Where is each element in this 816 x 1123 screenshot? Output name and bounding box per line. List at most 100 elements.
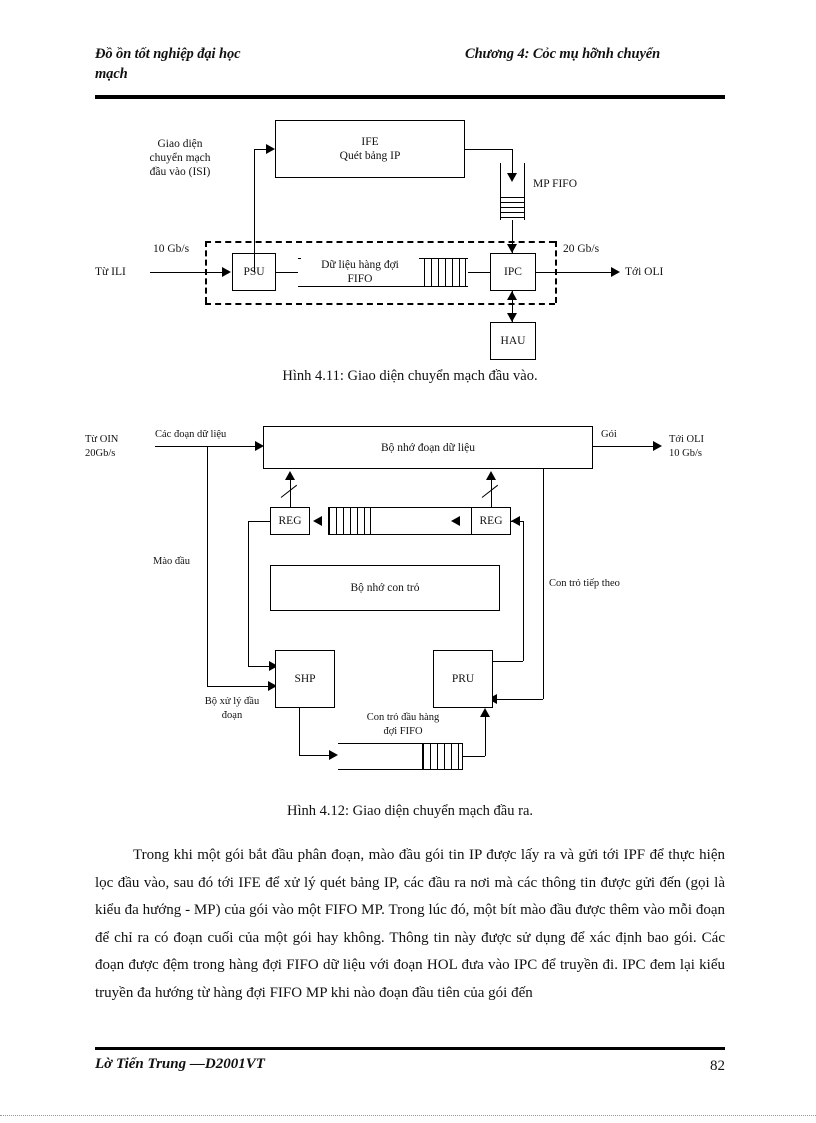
arrow-ipc-to-hau	[507, 313, 517, 322]
label-isi-line1: Giao diện	[157, 138, 203, 150]
label-segments-in-text: Các đoạn dữ liệu	[155, 429, 227, 440]
label-next-pointer-text: Con trỏ tiếp theo	[549, 578, 620, 589]
queue-rail-bottom	[298, 286, 468, 287]
page-header: Đồ ồn tốt nghiệp đại học mạch Chương 4: …	[95, 44, 725, 94]
box-hau: HAU	[490, 322, 536, 360]
header-left-text: Đồ ồn tốt nghiệp đại học mạch	[95, 44, 425, 84]
box-ife-subtitle: Quét bảng IP	[339, 150, 401, 162]
mp-fifo-channel	[500, 163, 525, 220]
line-reg-left-up	[290, 477, 291, 507]
label-data-queue-line1: Dữ liệu hàng đợi	[321, 259, 399, 271]
isi-boundary-bottom	[205, 303, 555, 305]
label-rate-out: 20 Gb/s	[563, 242, 599, 256]
line-ili-to-psu	[150, 272, 222, 273]
footer-author: Lờ Tiến Trung —D2001VT	[95, 1056, 265, 1072]
box-segment-memory-label: Bộ nhớ đoạn dữ liệu	[380, 441, 476, 454]
box-ife-title: IFE	[361, 136, 379, 148]
line-holfifo-up-to-pru	[485, 715, 486, 756]
label-to-oli-text: Tới OLI	[625, 266, 664, 278]
label-isi-line3: đầu vào (ISI)	[149, 166, 211, 178]
box-ipc: IPC	[490, 253, 536, 291]
line-queue-to-ipc	[468, 272, 490, 273]
label-from-oin-line1: Từ OIN	[85, 434, 119, 445]
footer-page-number: 82	[710, 1058, 725, 1074]
label-packet-out-text: Gói	[601, 429, 617, 440]
label-from-oin-line2: 20Gb/s	[85, 448, 116, 459]
label-to-oli-2-line2: 10 Gb/s	[669, 448, 702, 459]
arrow-hau-to-ipc	[507, 291, 517, 300]
page-footer: Lờ Tiến Trung —D2001VT 82	[95, 1056, 725, 1082]
line-regleft-loop-down	[248, 521, 249, 666]
label-segments-in: Các đoạn dữ liệu	[155, 428, 226, 442]
arrow-into-reg-left	[313, 516, 322, 526]
line-pru-to-regright-bottom	[488, 661, 523, 662]
line-psu-branch-up	[254, 149, 255, 272]
box-reg-left-label: REG	[278, 515, 302, 527]
header-right-text: Chương 4: Cỏc mụ hỡnh chuyển	[465, 44, 727, 64]
line-shp-down	[299, 708, 300, 755]
box-pru: PRU	[433, 650, 493, 708]
box-ipc-label: IPC	[504, 266, 522, 278]
arrow-into-ife	[266, 144, 275, 154]
label-rate-in-text: 10 Gb/s	[153, 243, 190, 255]
box-psu-label: PSU	[243, 266, 265, 278]
header-divider-rule	[95, 95, 725, 101]
label-hol-fifo: Con trỏ đầu hàng đợi FIFO	[343, 711, 463, 739]
label-isi-line2: chuyển mạch	[149, 152, 211, 164]
label-from-ili-text: Từ ILI	[95, 266, 126, 278]
box-shp: SHP	[275, 650, 335, 708]
line-shp-to-holfifo	[299, 755, 331, 756]
line-ife-out	[465, 149, 512, 150]
figure-4-12: Từ OIN 20Gb/s Các đoạn dữ liệu Mào đầu B…	[85, 425, 735, 820]
box-reg-left: REG	[270, 507, 310, 535]
arrow-ili-to-psu	[222, 267, 231, 277]
label-to-oli-2-line1: Tới OLI	[669, 434, 705, 445]
line-ipc-to-oli	[536, 272, 611, 273]
label-segment-processor: Bộ xử lý đầu đoạn	[190, 695, 274, 723]
mp-fifo-slots	[500, 197, 524, 218]
isi-boundary-top	[205, 241, 555, 243]
tap-slash-left	[280, 484, 298, 498]
arrow-into-mpfifo	[507, 173, 517, 182]
label-from-oin: Từ OIN 20Gb/s	[85, 433, 151, 461]
line-header-tap-to-shp	[207, 686, 275, 687]
label-mp-fifo-text: MP FIFO	[533, 178, 577, 190]
label-rate-out-text: 20 Gb/s	[563, 243, 600, 255]
page-bottom-edge	[0, 1115, 816, 1116]
label-header-tap-text: Mào đầu	[153, 556, 191, 567]
figure-4-11-caption: Hình 4.11: Giao diện chuyển mạch đầu vào…	[95, 368, 725, 385]
label-rate-in: 10 Gb/s	[153, 242, 189, 256]
body-paragraph: Trong khi một gói bắt đầu phân đoạn, mào…	[95, 847, 725, 1001]
mp-fifo-right-wall	[524, 163, 525, 220]
line-pru-to-regright	[523, 521, 524, 661]
figure-4-11: Giao diện chuyển mạch đầu vào (ISI) IFE …	[95, 115, 725, 400]
header-title-line1: Đồ ồn tốt nghiệp đại học	[95, 46, 241, 62]
label-data-queue-line2: FIFO	[347, 273, 373, 285]
label-from-ili: Từ ILI	[95, 265, 126, 279]
line-mpfifo-to-ipc	[512, 220, 513, 253]
label-packet-out: Gói	[601, 428, 617, 442]
label-segment-processor-line1: Bộ xử lý đầu	[204, 696, 260, 707]
line-next-pointer	[543, 469, 544, 699]
arrow-holfifo-into-pru	[480, 708, 490, 717]
mp-fifo-left-wall	[500, 163, 501, 220]
arrow-memory-to-oli	[653, 441, 662, 451]
arrow-reg-right-up	[486, 471, 496, 480]
box-pointer-memory: Bộ nhớ con trỏ	[270, 565, 500, 611]
label-isi: Giao diện chuyển mạch đầu vào (ISI)	[125, 137, 235, 179]
line-next-pointer-to-pru	[488, 699, 543, 700]
line-reg-right-up	[491, 477, 492, 507]
box-shp-label: SHP	[294, 673, 316, 685]
line-branch-to-ife	[254, 149, 266, 150]
arrow-from-reg-right	[451, 516, 460, 526]
label-hol-fifo-line1: Con trỏ đầu hàng	[366, 712, 440, 723]
hol-rail-bottom	[338, 769, 463, 770]
figure-4-12-caption: Hình 4.12: Giao diện chuyển mạch đầu ra.	[85, 803, 735, 820]
label-mp-fifo: MP FIFO	[533, 177, 577, 191]
box-segment-memory: Bộ nhớ đoạn dữ liệu	[263, 426, 593, 469]
arrow-reg-left-up	[285, 471, 295, 480]
line-regleft-loop-top	[248, 521, 270, 522]
label-hol-fifo-line2: đợi FIFO	[383, 726, 423, 737]
figure-4-12-caption-text: Hình 4.12: Giao diện chuyển mạch đầu ra.	[286, 803, 534, 819]
